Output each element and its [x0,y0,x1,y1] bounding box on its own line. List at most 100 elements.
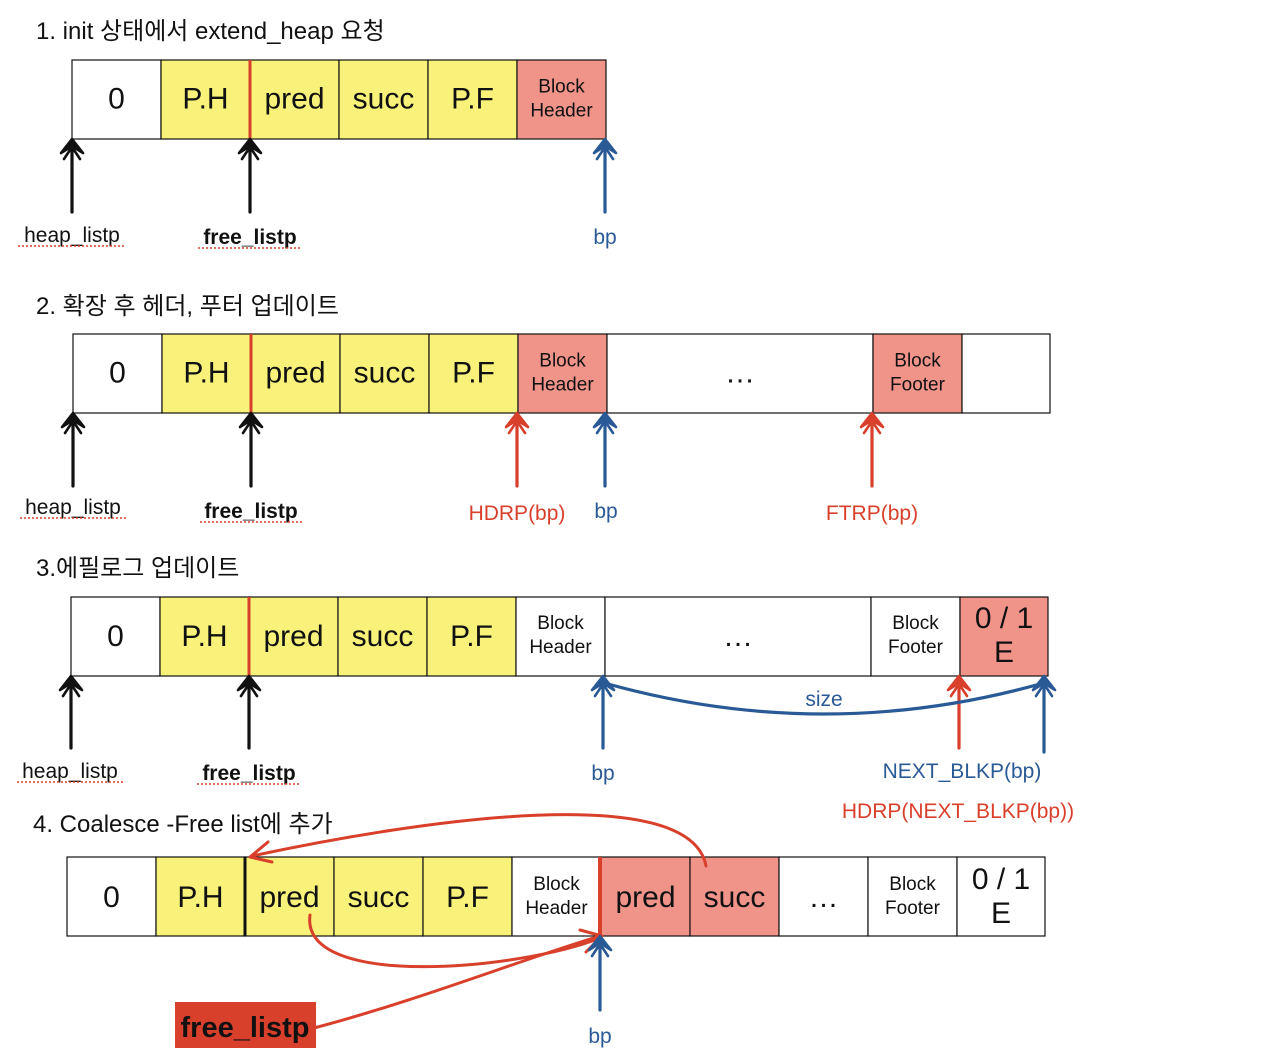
section-2-title: 2. 확장 후 헤더, 푸터 업데이트 [36,293,339,320]
row-4-cell-label-3: succ [348,881,410,914]
bp-label-3: bp [591,762,614,785]
free-listp-arrow-1 [237,137,263,214]
row-4-cell-7 [689,856,780,937]
row-4-cell-label-4: P.F [446,881,489,914]
size-label: size [805,688,842,711]
row-3-cell-label-2: pred [263,620,323,653]
row-4-cell-3 [333,856,424,937]
succ-link-curve [250,813,708,868]
row-1-cell-3 [338,59,429,140]
row-3-cell-label-0: 0 [107,620,124,653]
row-1-cell-2 [249,59,340,140]
row-2-cell-7 [872,333,963,414]
row-4-cell-9 [867,856,958,937]
free-listp-label-1: free_listp [203,226,296,249]
row-1-cell-1 [160,59,251,140]
heap-listp-label-3: heap_listp [22,760,118,783]
row-4-cell-0 [66,856,157,937]
free-listp-label-4: free_listp [181,1012,310,1044]
row-2-cell-label-4: P.F [452,356,495,389]
row-2-cell-6 [606,333,874,414]
bp-label-2: bp [594,500,617,523]
row-2-cell-3 [339,333,430,414]
row-3-cell-6 [604,596,872,677]
next-blkp-arrow-3 [1031,674,1057,754]
section-3-title: 3.에필로그 업데이트 [36,555,239,582]
row-4-cell-4 [422,856,513,937]
row-1-cell-label-1: P.H [182,82,228,115]
row-2-cell-label-3: succ [354,356,416,389]
hdrp-next-arrow-3 [946,674,972,750]
row-4-cell-label-0: 0 [103,881,120,914]
section-1-title: 1. init 상태에서 extend_heap 요청 [36,18,385,45]
free-listp-label-3: free_listp [202,762,295,785]
row-3-cell-5 [515,596,606,677]
ftrp-arrow-2 [859,411,885,488]
row-4-cell-label-7: succ [704,881,766,914]
bp-label-4: bp [588,1025,611,1048]
size-curve [606,682,1042,716]
row-1-cell-label-0: 0 [108,82,125,115]
row-3-cell-2 [248,596,339,677]
heap-listp-arrow-1 [59,137,85,214]
section-4-title: 4. Coalesce -Free list에 추가 [33,811,333,838]
ftrp-label-2: FTRP(bp) [826,502,918,525]
row-2-cell-label-6: … [725,356,755,389]
row-4-cell-label-6: pred [615,881,675,914]
free-listp-arrow-3 [236,674,262,750]
bp-arrow-1 [592,137,618,214]
row-1-cell-4 [427,59,518,140]
row-4-cell-label-1: P.H [177,881,223,914]
row-4-cell-10 [956,856,1046,937]
hdrp-next-label-3: HDRP(NEXT_BLKP(bp)) [842,800,1074,823]
row-2-cell-label-1: P.H [183,356,229,389]
heap-listp-arrow-2 [60,411,86,488]
row-3-cell-1 [159,596,250,677]
row-3-cell-8 [959,596,1049,677]
row-3-cell-label-6: … [723,620,753,653]
row-1-cell-label-4: P.F [451,82,494,115]
row-1-cell-5 [516,59,607,140]
row-3-cell-label-3: succ [352,620,414,653]
row-2-cell-label-2: pred [265,356,325,389]
row-2-cell-label-0: 0 [109,356,126,389]
row-1-cell-label-3: succ [353,82,415,115]
row-3-cell-7 [870,596,961,677]
succ-link-arrowhead [248,840,274,864]
row-4-cell-label-2: pred [259,881,319,914]
heap-listp-label-1: heap_listp [24,224,120,247]
hdrp-label-2: HDRP(bp) [469,502,566,525]
row-4-cell-label-8: … [809,881,839,914]
heap-listp-label-2: heap_listp [25,496,121,519]
row-1-cell-label-2: pred [264,82,324,115]
free-listp-badge [175,1002,316,1048]
bp-arrow-3 [590,674,616,750]
bp-label-1: bp [593,226,616,249]
row-2-cell-2 [250,333,341,414]
row-4-cell-8 [778,856,869,937]
row-3-cell-label-1: P.H [181,620,227,653]
hdrp-arrow-2 [504,411,530,488]
row-4-cell-5 [511,856,602,937]
row-2-cell-1 [161,333,252,414]
row-3-cell-label-4: P.F [450,620,493,653]
row-2-cell-0 [72,333,163,414]
pred-link-curve [308,913,602,969]
row-2-cell-8 [961,333,1051,414]
free-listp-arrow-2 [238,411,264,488]
bp-arrow-4 [587,934,613,1012]
free-listp-link [312,934,602,1030]
next-blkp-label-3: NEXT_BLKP(bp) [883,760,1042,783]
row-1-cell-0 [71,59,162,140]
bp-arrow-2 [592,411,618,488]
row-2-cell-4 [428,333,519,414]
